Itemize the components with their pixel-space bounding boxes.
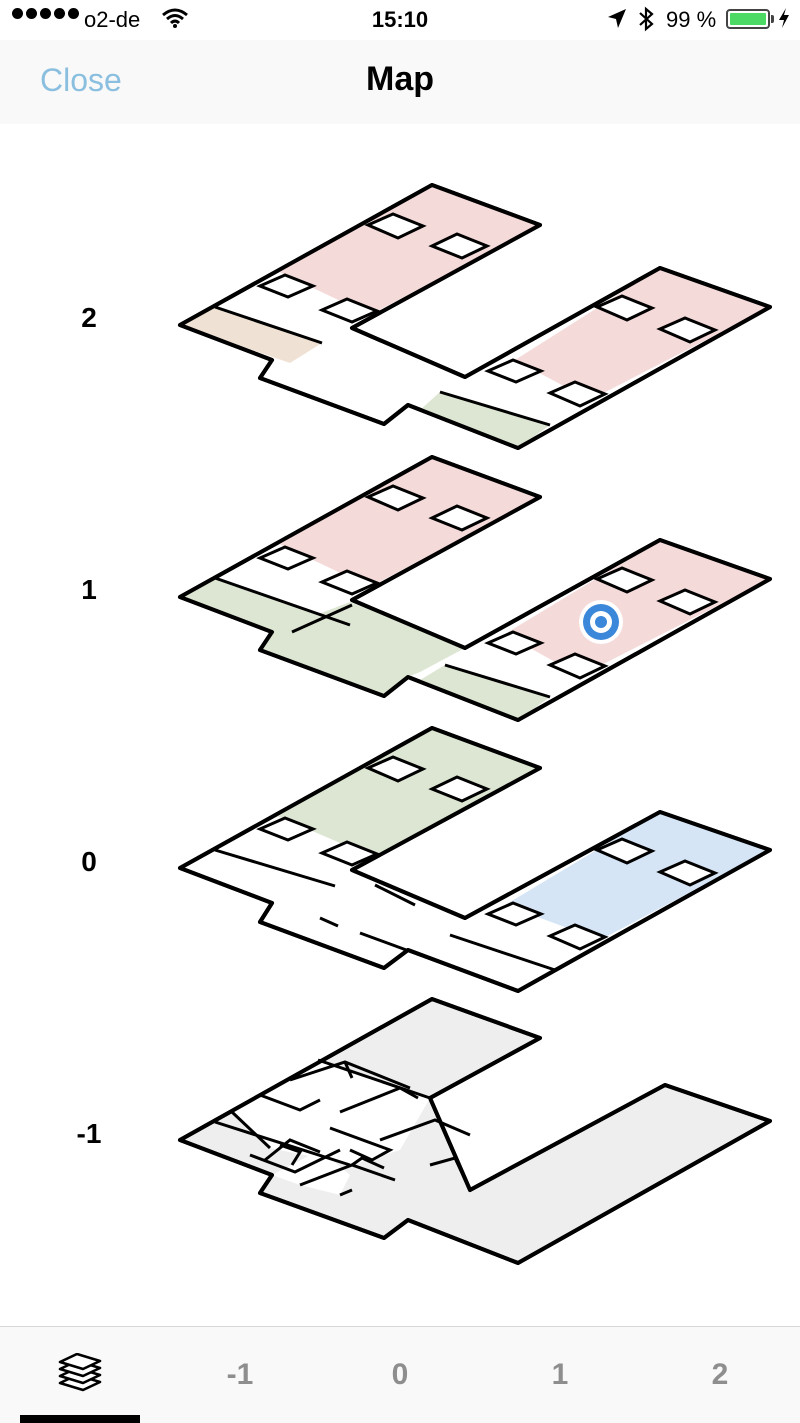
tab-label: 0 xyxy=(391,1358,409,1391)
charging-bolt-icon xyxy=(778,7,790,34)
navigation-bar: Close Map xyxy=(0,40,800,124)
current-location-marker xyxy=(579,600,623,644)
floor-label-2: 2 xyxy=(81,302,97,333)
room-pink xyxy=(505,540,770,676)
floor-minus1-plan[interactable] xyxy=(178,997,772,1265)
room-tan xyxy=(180,307,322,363)
tab-label: 2 xyxy=(711,1358,729,1391)
battery-nub xyxy=(771,15,774,23)
battery-icon xyxy=(726,9,770,29)
floor-label-1: 1 xyxy=(81,574,97,605)
room-blue xyxy=(505,812,770,940)
room-green xyxy=(260,602,465,696)
bluetooth-icon xyxy=(638,6,654,37)
tab-label: -1 xyxy=(226,1358,254,1391)
location-arrow-icon xyxy=(607,8,627,35)
status-bar: o2-de 15:10 99 % xyxy=(0,0,800,40)
floor-0-plan[interactable] xyxy=(178,726,772,993)
tab-floor-minus1[interactable]: -1 xyxy=(160,1327,320,1423)
floor-tab-bar: -1 0 1 2 xyxy=(0,1326,800,1423)
room-green xyxy=(420,392,550,448)
tab-floor-1[interactable]: 1 xyxy=(480,1327,640,1423)
corridor xyxy=(272,1150,350,1195)
room-pink xyxy=(275,185,540,315)
floor-1-plan[interactable] xyxy=(178,455,772,722)
floor-plan-map[interactable] xyxy=(0,0,800,1326)
floor-label-0: 0 xyxy=(81,846,97,877)
page-title: Map xyxy=(366,60,434,98)
room-green xyxy=(420,665,550,720)
room-green xyxy=(275,728,540,858)
tab-label: 1 xyxy=(551,1358,569,1391)
tab-floor-2[interactable]: 2 xyxy=(640,1327,800,1423)
layers-icon xyxy=(57,1352,103,1398)
floor-label-minus1: -1 xyxy=(76,1118,102,1149)
tab-floor-0[interactable]: 0 xyxy=(320,1327,480,1423)
carrier-name: o2-de xyxy=(84,7,141,32)
selected-tab-indicator xyxy=(20,1415,140,1423)
wifi-icon xyxy=(162,7,188,34)
signal-strength-icon xyxy=(12,8,79,19)
room-pink xyxy=(515,268,770,400)
room-pink xyxy=(275,457,540,587)
floor-2-plan[interactable] xyxy=(178,183,772,450)
status-time: 15:10 xyxy=(371,7,429,32)
battery-percentage: 99 % xyxy=(666,7,717,32)
close-button[interactable]: Close xyxy=(40,62,122,98)
tab-all-floors[interactable] xyxy=(0,1327,160,1423)
